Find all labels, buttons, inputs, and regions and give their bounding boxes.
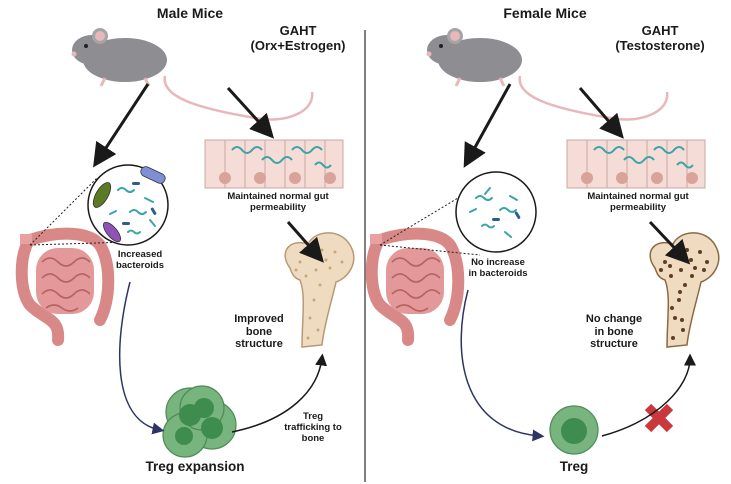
- arrow-to-epithelium: [226, 86, 275, 139]
- female-bacteroids-label: No increase in bacteroids: [468, 257, 528, 279]
- female-microbiome-magnifier-icon: [455, 171, 537, 253]
- male-intestine-icon: [20, 234, 108, 340]
- male-bone-label: Improved bone structure: [234, 313, 284, 351]
- female-gut-permeability-label: Maintained normal gut permeability: [587, 191, 689, 213]
- female-treatment-label: GAHT (Testosterone): [615, 23, 705, 53]
- arrow-to-bone: [286, 221, 324, 263]
- female-arrow-to-bone: [648, 220, 691, 265]
- arrow-to-microbiome: [93, 83, 150, 168]
- male-gut-permeability-label: Maintained normal gut permeability: [227, 191, 329, 213]
- female-panel: [370, 26, 720, 455]
- female-bacteria-icon: [469, 187, 518, 238]
- male-gut-epithelium-icon: [204, 139, 344, 189]
- blocked-x-icon: [644, 403, 674, 433]
- arrow-treg-to-bone: [231, 353, 328, 433]
- female-bone-label: No change in bone structure: [585, 313, 643, 351]
- male-treg-trafficking-label: Treg trafficking to bone: [284, 411, 342, 444]
- female-panel-title: Female Mice: [503, 5, 587, 21]
- female-bone-nochange-icon: [649, 232, 720, 348]
- male-bacteria-icon: [92, 166, 166, 243]
- female-treg-icon: [549, 405, 599, 455]
- male-panel: [20, 26, 355, 458]
- female-intestine-icon: [370, 234, 458, 340]
- male-bacteroids-label: Increased bacteroids: [115, 249, 165, 271]
- female-arrow-to-treg: [460, 289, 545, 442]
- male-bone-improved-icon: [284, 232, 355, 348]
- female-arrow-to-epithelium: [578, 87, 624, 139]
- male-panel-title: Male Mice: [156, 5, 224, 21]
- male-treg-cluster-icon: [162, 385, 237, 458]
- arrow-to-treg: [119, 281, 165, 435]
- female-arrow-treg-to-bone: [601, 353, 696, 437]
- female-gut-epithelium-icon: [566, 139, 706, 189]
- male-treg-label: Treg expansion: [145, 459, 245, 474]
- female-treg-label: Treg: [559, 459, 589, 474]
- male-treatment-label: GAHT (Orx+Estrogen): [250, 23, 346, 53]
- female-arrow-to-microbiome: [463, 83, 512, 168]
